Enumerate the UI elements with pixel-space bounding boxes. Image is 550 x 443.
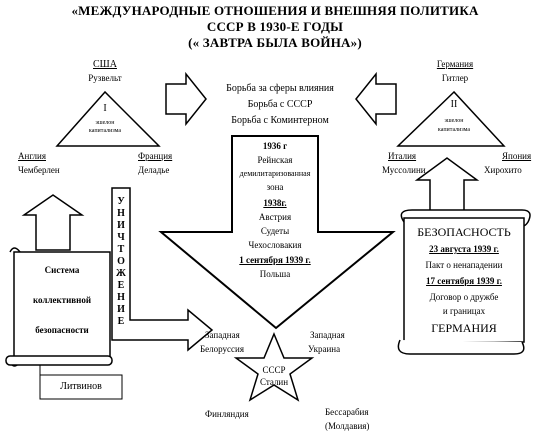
title-line-1: «МЕЖДУНАРОДНЫЕ ОТНОШЕНИЯ И ВНЕШНЯЯ ПОЛИТ… bbox=[71, 3, 479, 18]
arrow-year-1938: 1938г. bbox=[263, 198, 287, 208]
destruction-letter: Ч bbox=[117, 232, 125, 243]
left-caption-1: эшелон bbox=[95, 120, 115, 126]
arrow-rhine-3: зона bbox=[266, 182, 284, 192]
arrow-year-1936: 1936 г bbox=[262, 141, 288, 151]
right-scroll-date-2: 17 сентября 1939 г. bbox=[426, 276, 502, 286]
arrow-date-1939: 1 сентября 1939 г. bbox=[239, 255, 311, 265]
right-caption-1: эшелон bbox=[444, 118, 464, 124]
title-line-2: СССР В 1930-Е ГОДЫ bbox=[206, 19, 344, 34]
center-line-2: Борьба с СССР bbox=[247, 99, 313, 110]
center-line-3: Борьба с Коминтерном bbox=[231, 115, 329, 126]
left-up-arrow bbox=[21, 194, 85, 251]
finland-label: Финляндия bbox=[205, 409, 249, 419]
west-belarus-2: Белоруссия bbox=[200, 344, 244, 354]
right-numeral: II bbox=[450, 99, 458, 110]
ussr-star bbox=[233, 332, 315, 402]
left-bottom-right-leader: Деладье bbox=[138, 165, 170, 175]
right-scroll-country: ГЕРМАНИЯ bbox=[431, 321, 497, 335]
bessarabia-2: (Молдавия) bbox=[325, 421, 370, 431]
west-belarus-1: Западная bbox=[205, 330, 240, 340]
left-bottom-left-leader: Чемберлен bbox=[18, 165, 60, 175]
left-top-leader: Рузвельт bbox=[88, 73, 122, 83]
left-triangle bbox=[55, 90, 161, 147]
destruction-letter: О bbox=[117, 256, 125, 267]
left-scroll-line-2: коллективной bbox=[32, 295, 92, 305]
arrow-austria: Австрия bbox=[258, 212, 292, 222]
arrow-sudety: Судеты bbox=[260, 226, 290, 236]
right-up-arrow bbox=[414, 157, 480, 216]
big-down-arrow bbox=[158, 135, 396, 330]
right-top-country: Германия bbox=[436, 59, 474, 69]
star-line-1: СССР bbox=[262, 365, 286, 375]
left-scroll-line-3: безопасности bbox=[35, 325, 89, 335]
destruction-letter: Т bbox=[117, 244, 125, 255]
star-line-2: Сталин bbox=[259, 377, 289, 387]
left-numeral: I bbox=[103, 103, 107, 114]
arrow-czech: Чехословакия bbox=[248, 240, 302, 250]
right-top-leader: Гитлер bbox=[441, 73, 469, 83]
right-scroll-heading: БЕЗОПАСНОСТЬ bbox=[417, 225, 511, 239]
arrow-poland: Польша bbox=[259, 269, 291, 279]
right-scroll-treaty-1: Договор о дружбе bbox=[429, 292, 499, 302]
destruction-letter: У bbox=[117, 196, 125, 207]
left-top-country: США bbox=[93, 59, 117, 70]
right-caption-2: капитализма bbox=[437, 127, 471, 133]
title-line-3: (« ЗАВТРА БЫЛА ВОЙНА») bbox=[188, 35, 362, 50]
right-scroll-treaty-2: и границах bbox=[442, 306, 486, 316]
destruction-letter: И bbox=[117, 304, 125, 315]
right-bottom-right-leader: Хирохито bbox=[484, 165, 522, 175]
destruction-letter: И bbox=[117, 220, 125, 231]
west-ukraine-2: Украина bbox=[308, 344, 341, 354]
arrow-rhine-2: демилитаризованная bbox=[239, 169, 311, 178]
right-bottom-right-country: Япония bbox=[502, 151, 532, 161]
right-scroll bbox=[397, 209, 531, 355]
right-bottom-left-country: Италия bbox=[388, 151, 417, 161]
destruction-letter: Н bbox=[117, 208, 125, 219]
right-triangle bbox=[396, 90, 506, 147]
right-block-arrow bbox=[355, 71, 397, 127]
arrow-rhine-1: Рейнская bbox=[257, 155, 293, 165]
right-scroll-pact: Пакт о ненападении bbox=[425, 260, 503, 270]
right-scroll-date-1: 23 августа 1939 г. bbox=[429, 244, 499, 254]
left-block-arrow bbox=[165, 71, 207, 127]
destruction-letter: Е bbox=[117, 280, 125, 291]
litvinov-label: Литвинов bbox=[60, 381, 102, 392]
west-ukraine-1: Западная bbox=[310, 330, 345, 340]
bessarabia-1: Бессарабия bbox=[325, 407, 369, 417]
destruction-letter: Н bbox=[117, 292, 125, 303]
left-bottom-right-country: Франция bbox=[138, 151, 173, 161]
destruction-arrow bbox=[111, 187, 214, 352]
left-scroll-line-1: Система bbox=[44, 265, 80, 275]
center-line-1: Борьба за сферы влияния bbox=[226, 83, 334, 94]
left-caption-2: капитализма bbox=[88, 128, 122, 134]
right-bottom-left-leader: Муссолини bbox=[382, 165, 426, 175]
destruction-letter: Ж bbox=[116, 268, 126, 279]
left-scroll bbox=[5, 247, 123, 400]
destruction-letter: Е bbox=[117, 316, 125, 327]
left-bottom-left-country: Англия bbox=[18, 151, 46, 161]
